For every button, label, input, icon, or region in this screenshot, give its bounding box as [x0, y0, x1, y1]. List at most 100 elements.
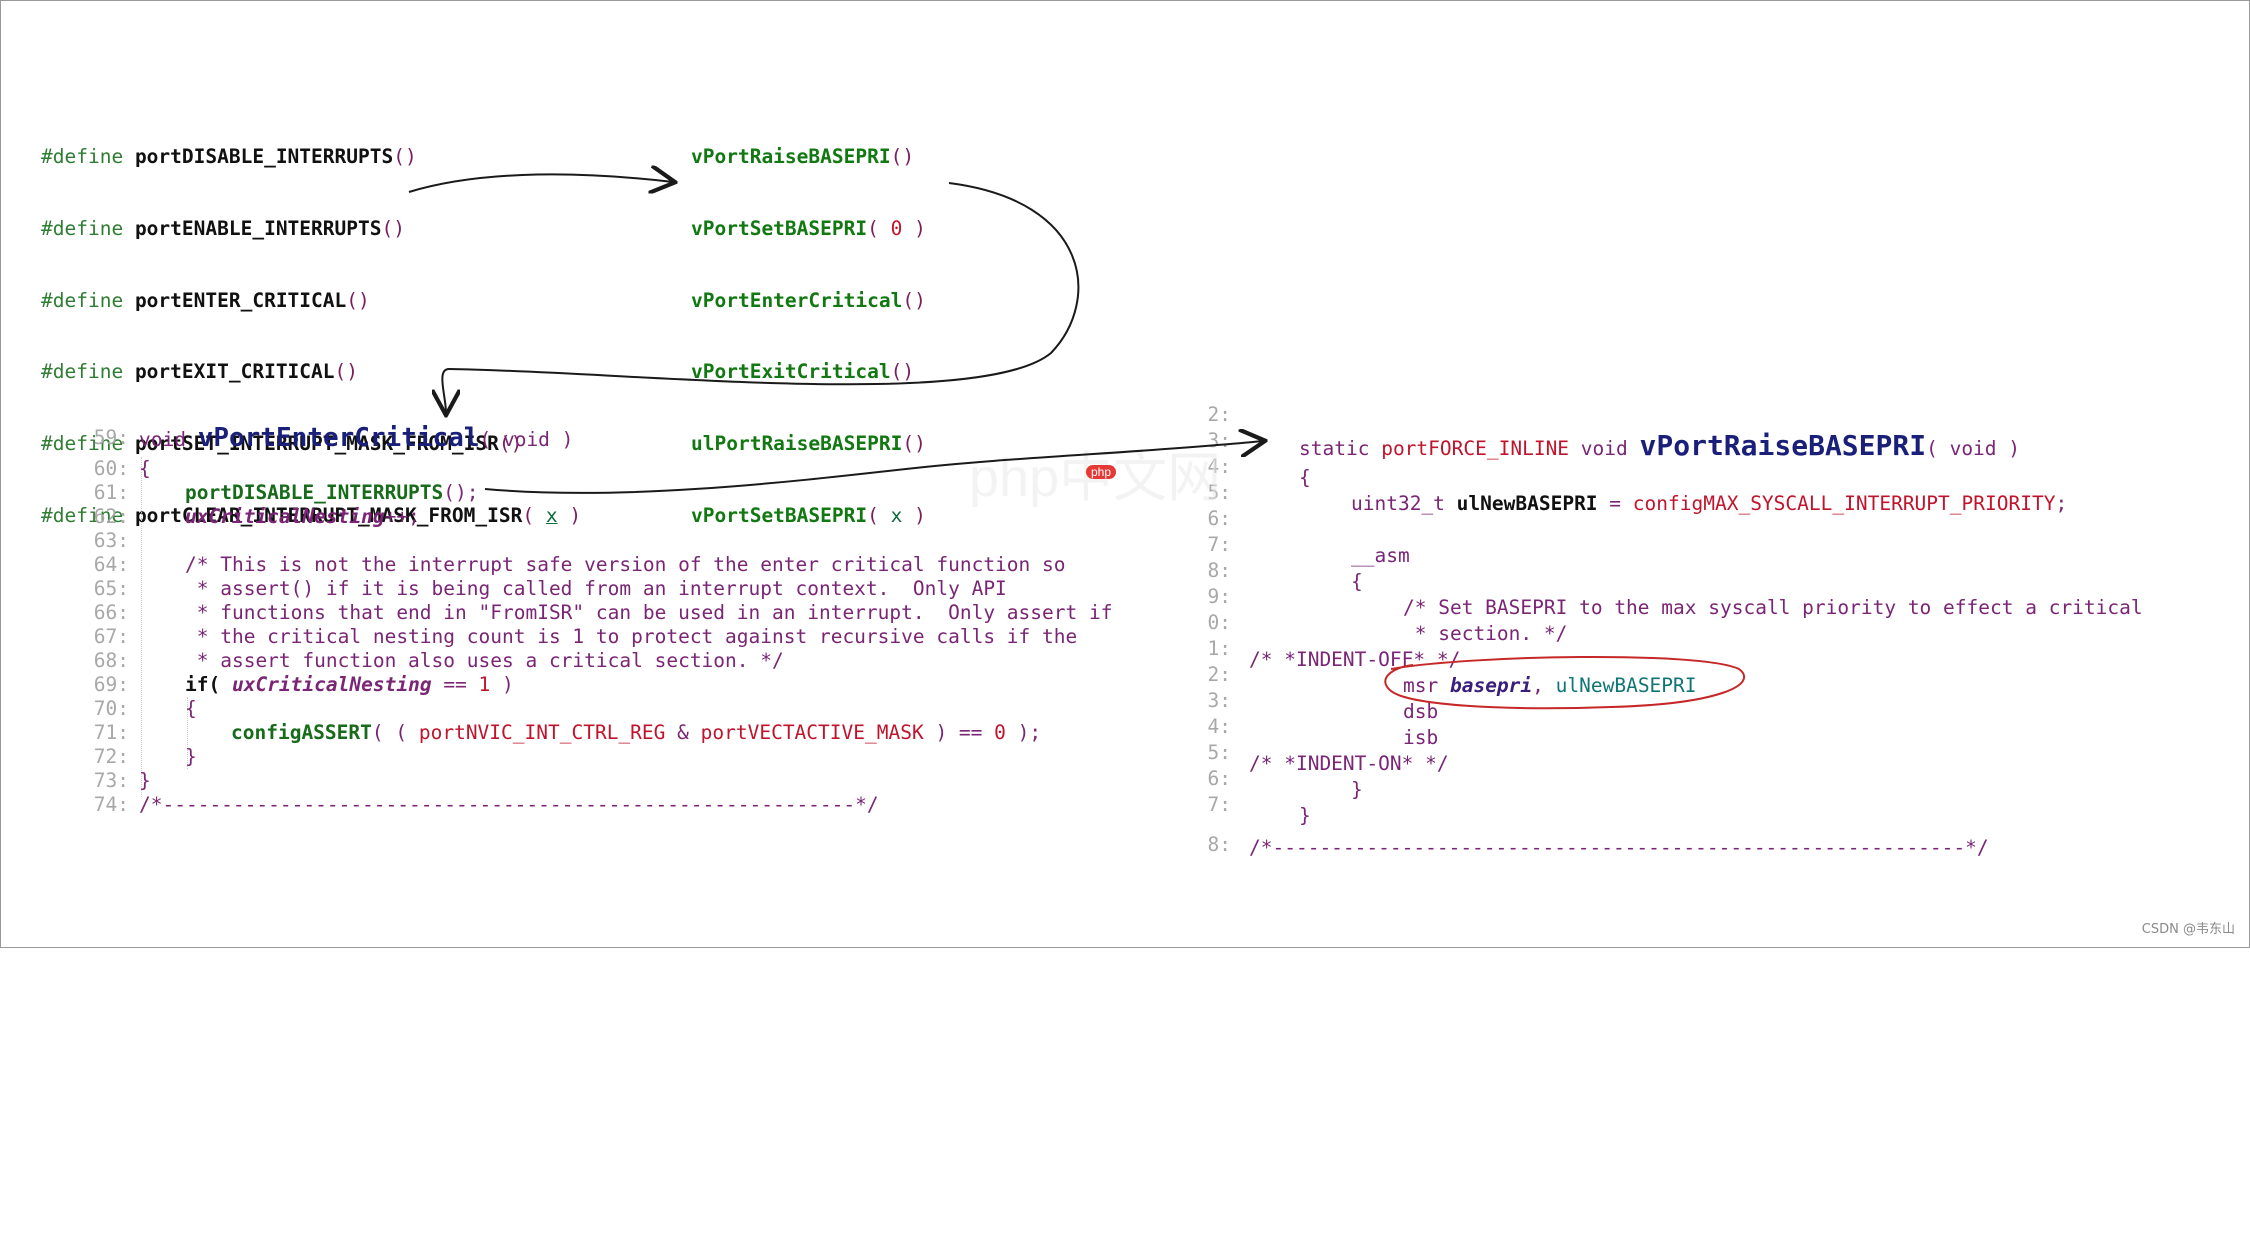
macro-args: () [381, 216, 405, 240]
comment-line: * assert() if it is being called from an… [185, 577, 1007, 600]
line-number: 2: [1207, 403, 1231, 426]
code-line: portDISABLE_INTERRUPTS(); [185, 481, 479, 505]
decl-type: uint32_t [1351, 492, 1445, 515]
indent-guide [187, 697, 188, 769]
function-signature: void vPortEnterCritical( void ) [139, 423, 573, 453]
decl-equals: = [1597, 492, 1633, 515]
macro-name: portSET_INTERRUPT_MASK_FROM_ISR [134, 432, 499, 456]
comment-line: /* Set BASEPRI to the max syscall priori… [1403, 596, 2143, 619]
define-keyword: #define [41, 503, 124, 527]
define-keyword: #define [41, 288, 124, 312]
target-row: vPortRaiseBASEPRI() [691, 144, 926, 170]
return-type: void [1580, 437, 1628, 460]
separator-comment: /*--------------------------------------… [1249, 836, 1989, 859]
line-number: 69: [93, 673, 129, 696]
target-row: vPortSetBASEPRI( x ) [691, 503, 926, 529]
assert-close: ); [1005, 721, 1042, 744]
macro-name: portCLEAR_INTERRUPT_MASK_FROM_ISR [134, 503, 523, 527]
define-keyword: #define [41, 145, 124, 168]
line-number: 6: [1207, 767, 1231, 790]
target-row: vPortEnterCritical() [691, 288, 926, 314]
line-number: 72: [93, 745, 129, 768]
if-number: 1 [478, 673, 491, 696]
assert-call: configASSERT( ( portNVIC_INT_CTRL_REG & … [231, 721, 1041, 745]
line-number: 1: [1207, 637, 1231, 660]
if-close: ) [490, 673, 514, 696]
function-name: vPortRaiseBASEPRI [1639, 429, 1927, 462]
target-name: vPortSetBASEPRI [691, 216, 868, 240]
target-name: vPortEnterCritical [691, 288, 903, 312]
macro-args-close: ) [557, 503, 582, 527]
open-brace: { [1299, 466, 1311, 489]
inline-macro: portFORCE_INLINE [1381, 437, 1570, 460]
define-row: #define portENABLE_INTERRUPTS() [41, 216, 581, 242]
target-args: () [890, 145, 915, 168]
variable-declaration: uint32_t ulNewBASEPRI = configMAX_SYSCAL… [1351, 489, 2067, 519]
enter-critical-listing: 59: 60: 61: 62: 63: 64: 65: 66: 67: 68: … [79, 423, 1113, 816]
close-brace: } [1299, 804, 1311, 827]
macro-args: () [393, 145, 417, 168]
msr-instruction: msr basepri, ulNewBASEPRI [1403, 671, 1697, 701]
line-number: 8: [1207, 559, 1231, 582]
macro-args: () [346, 288, 370, 312]
line-number: 74: [93, 793, 129, 816]
comment-line: /* This is not the interrupt safe versio… [185, 553, 1066, 576]
target-name: vPortRaiseBASEPRI [691, 145, 891, 168]
assert-mask: portVECTACTIVE_MASK [700, 721, 924, 744]
separator-comment: /*--------------------------------------… [139, 793, 879, 816]
line-number: 6: [1207, 507, 1231, 530]
assert-zero: 0 [994, 721, 1006, 744]
comment-line: * the critical nesting count is 1 to pro… [185, 625, 1078, 648]
line-number: 7: [1207, 793, 1231, 816]
comment-line: * functions that end in "FromISR" can be… [185, 601, 1113, 624]
footer-credit: CSDN @韦东山 [2141, 922, 2235, 937]
function-signature: static portFORCE_INLINE void vPortRaiseB… [1299, 429, 2020, 463]
line-number: 2: [1207, 663, 1231, 686]
line-number: 71: [93, 721, 129, 744]
static-keyword: static [1299, 437, 1370, 460]
function-name: vPortEnterCritical [197, 423, 480, 453]
indent-on-comment: /* *INDENT-ON* */ [1249, 752, 1449, 775]
assert-function: configASSERT [231, 721, 372, 744]
indent-guide [141, 457, 142, 797]
dsb-keyword: dsb [1403, 700, 1439, 723]
line-number: 8: [1207, 833, 1231, 856]
line-number: 65: [93, 577, 129, 600]
define-row: #define portCLEAR_INTERRUPT_MASK_FROM_IS… [41, 503, 581, 529]
define-row: #define portEXIT_CRITICAL() [41, 359, 581, 385]
nesting-variable: uxCriticalNesting [185, 505, 385, 528]
line-number: 67: [93, 625, 129, 648]
define-keyword: #define [41, 360, 124, 384]
line-number: 73: [93, 769, 129, 792]
call-disable-interrupts: portDISABLE_INTERRUPTS [185, 481, 444, 504]
asm-open-brace: { [1351, 570, 1363, 593]
code-line: } [1351, 775, 1363, 805]
code-line: { [1299, 463, 1311, 493]
php-logo-mark: php [1086, 465, 1117, 479]
target-name: vPortExitCritical [691, 360, 891, 384]
isb-keyword: isb [1403, 726, 1439, 749]
define-keyword: #define [41, 432, 124, 456]
code-line: uxCriticalNesting++; [185, 505, 420, 529]
comment-line: * section. */ [1403, 622, 1568, 645]
target-args-close: ) [902, 503, 926, 527]
line-number: 9: [1207, 585, 1231, 608]
line-number: 7: [1207, 533, 1231, 556]
target-name: vPortSetBASEPRI [691, 503, 868, 527]
asm-keyword: __asm [1351, 544, 1410, 567]
asm-keyword-line: __asm [1351, 541, 1410, 571]
line-number: 64: [93, 553, 129, 576]
macro-args: () [334, 360, 359, 384]
target-arg-value: 0 [890, 216, 903, 240]
inner-close-brace: } [185, 745, 197, 768]
code-line: { [1351, 567, 1363, 597]
target-row: vPortSetBASEPRI( 0 ) [691, 216, 926, 242]
decl-semicolon: ; [2055, 492, 2068, 515]
macro-name: portENTER_CRITICAL [134, 288, 347, 312]
line-number: 70: [93, 697, 129, 720]
define-row: #define portDISABLE_INTERRUPTS() [41, 144, 581, 170]
assert-compare: ) == [923, 721, 995, 744]
macro-args-open: ( [522, 503, 546, 527]
macro-name: portEXIT_CRITICAL [134, 360, 335, 384]
macro-name: portENABLE_INTERRUPTS [134, 216, 382, 240]
